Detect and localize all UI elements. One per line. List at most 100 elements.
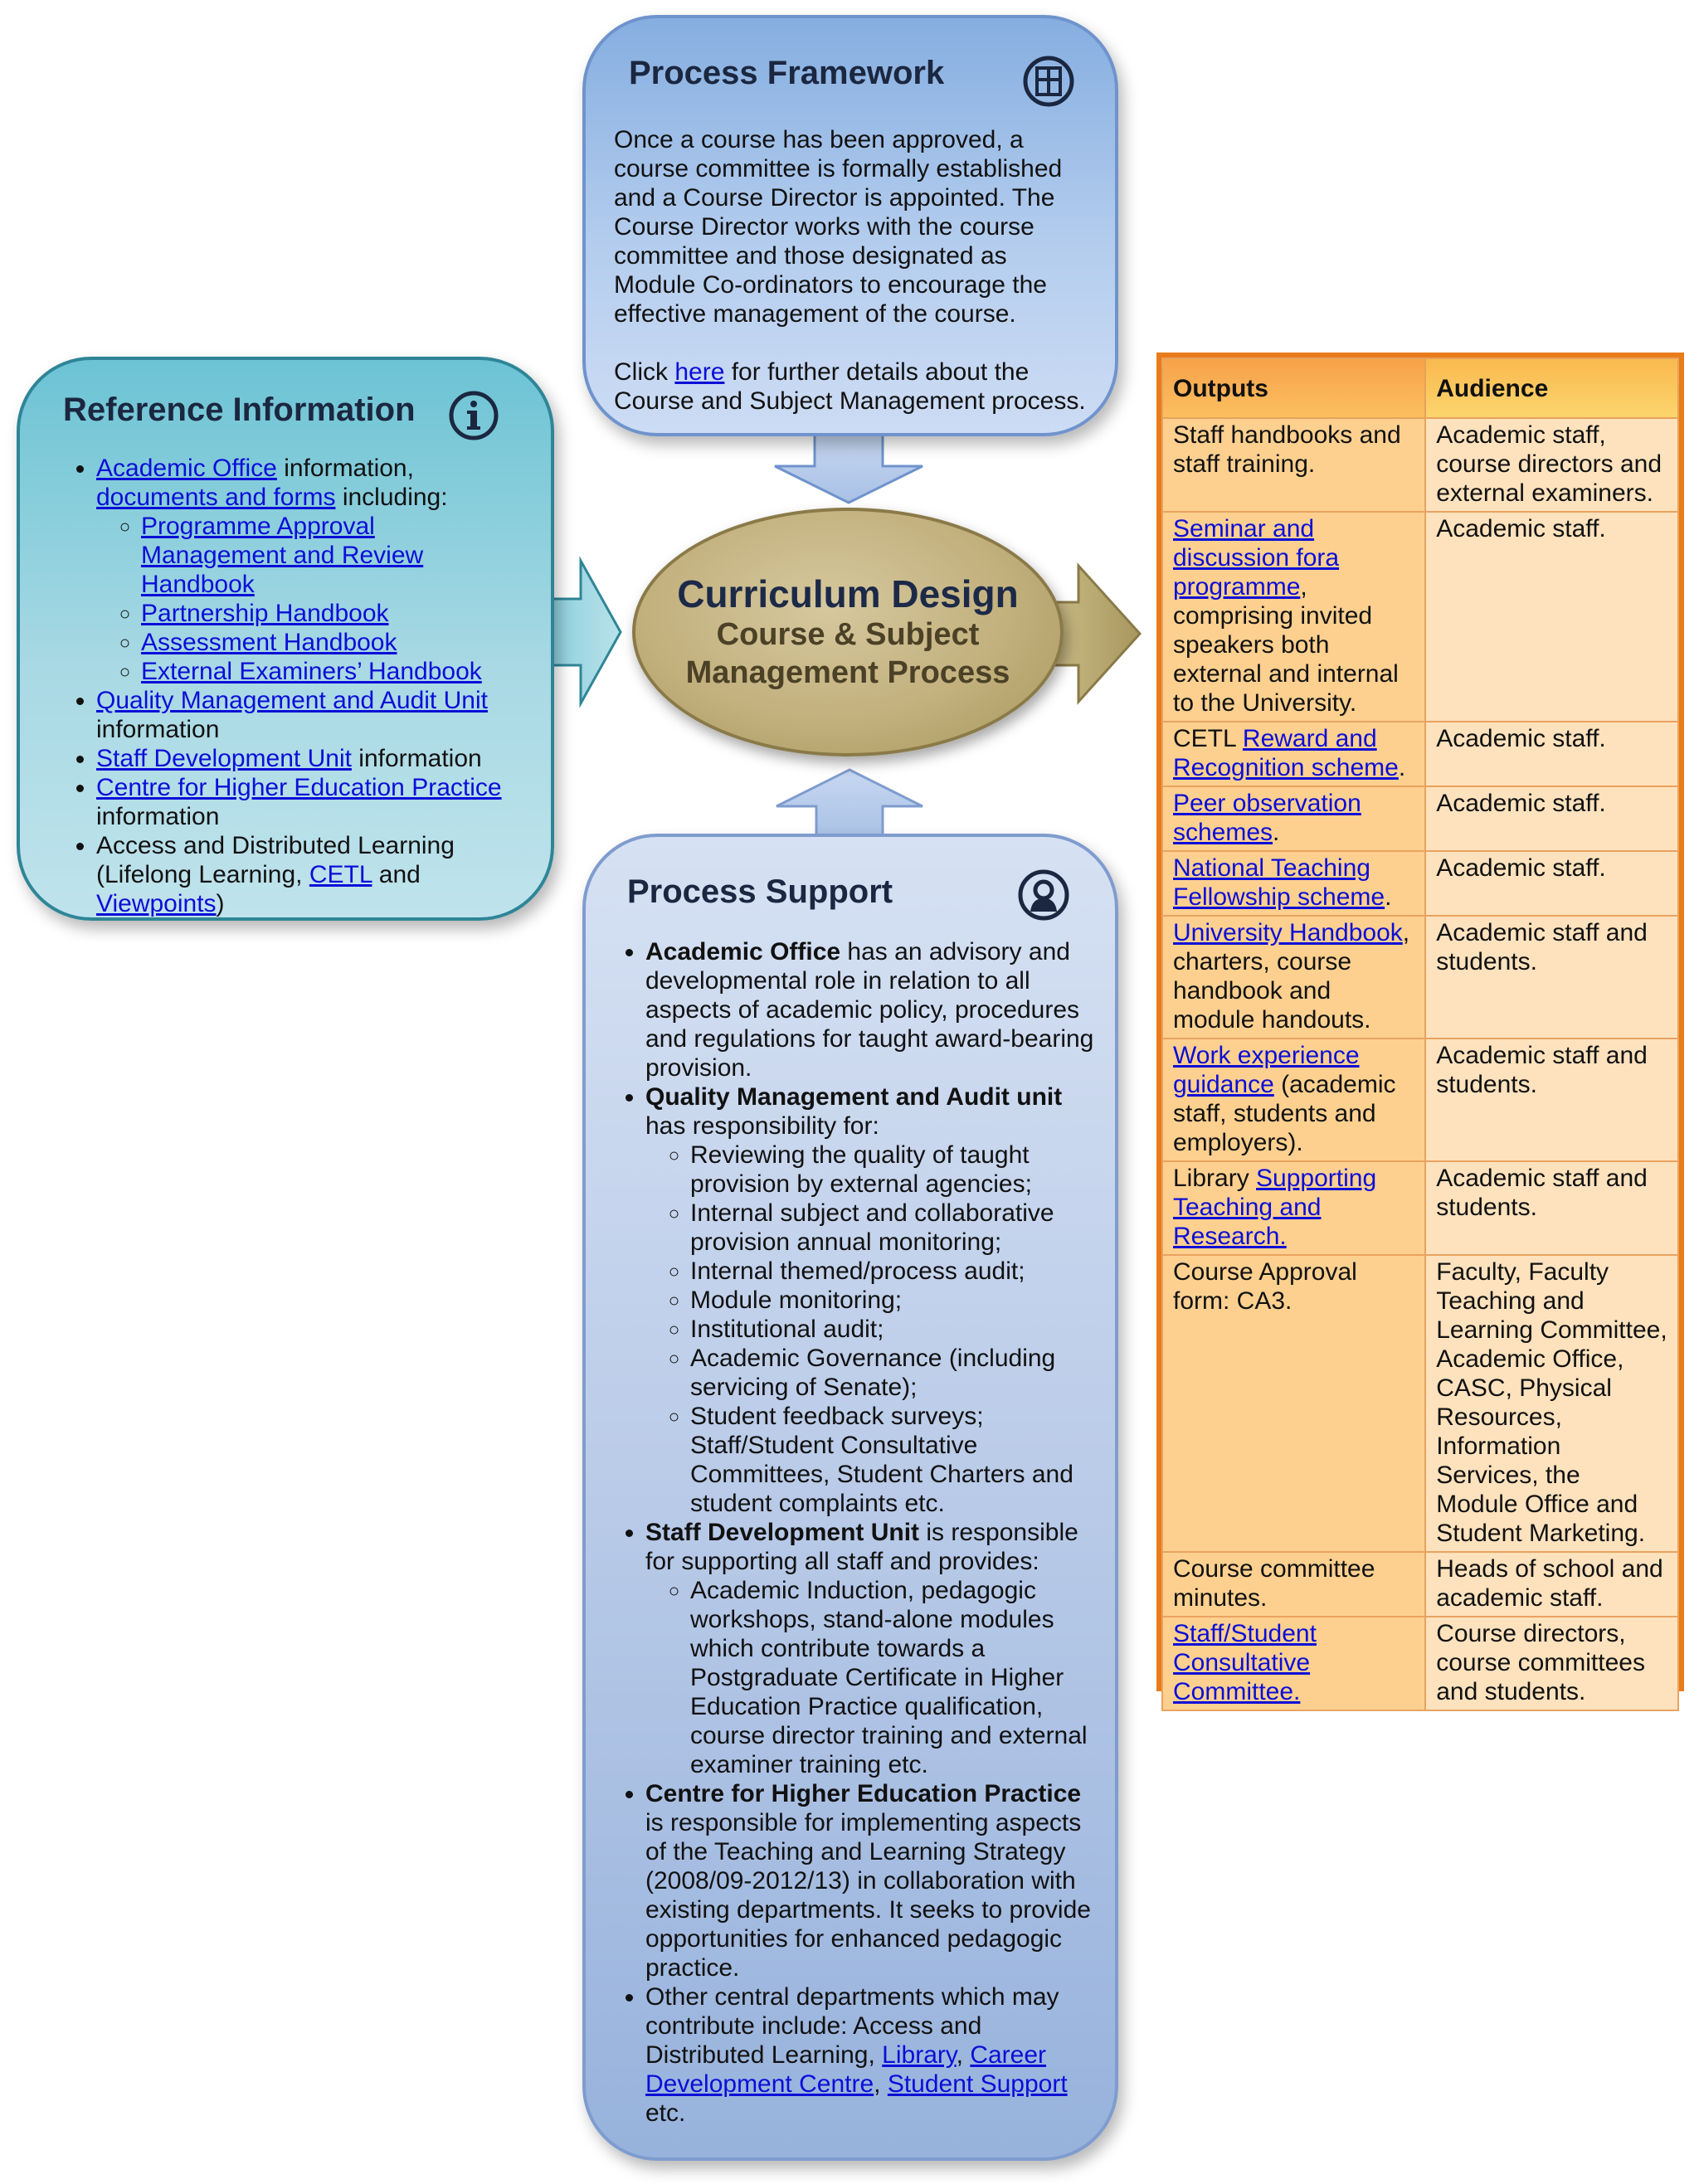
reference-list: Academic Office information, documents a… (63, 454, 526, 918)
output-link[interactable]: Supporting Teaching and Research. (1173, 1165, 1377, 1250)
bold-text: Centre for Higher Education Practice (645, 1780, 1082, 1807)
output-text: . (1398, 754, 1406, 781)
audience-cell: Academic staff. (1424, 721, 1679, 787)
output-link[interactable]: Seminar and discussion fora programme (1173, 515, 1340, 601)
list-item: External Examiners’ Handbook (141, 657, 526, 686)
output-link[interactable]: National Teaching Fellowship scheme (1173, 854, 1385, 911)
staff-development-unit-link[interactable]: Staff Development Unit (96, 745, 352, 772)
output-link[interactable]: Staff/Student Consultative Committee. (1173, 1620, 1317, 1705)
audience-header: Audience (1424, 358, 1679, 419)
output-link[interactable]: Work experience guidance (1173, 1042, 1360, 1098)
arrow-center-to-outputs (1052, 562, 1142, 705)
list-text: ) (216, 890, 225, 917)
list-item: Quality Management and Audit Unit inform… (96, 686, 526, 744)
list-item: Centre for Higher Education Practice inf… (96, 773, 526, 831)
output-link[interactable]: University Handbook (1173, 919, 1403, 946)
bold-text: Academic Office (645, 938, 841, 966)
table-row: National Teaching Fellowship scheme.Acad… (1161, 850, 1679, 917)
output-text: Library (1173, 1165, 1257, 1192)
table-row: Course committee minutes.Heads of school… (1161, 1551, 1679, 1617)
library-link[interactable]: Library (882, 2041, 957, 2069)
reference-information-panel: Reference Information Academic Office in… (17, 357, 554, 921)
audience-cell: Academic staff. (1424, 786, 1679, 852)
list-text: has an advisory and developmental role i… (645, 938, 1094, 1082)
output-text: . (1273, 819, 1280, 846)
output-cell: Seminar and discussion fora programme, c… (1161, 511, 1427, 722)
chep-link[interactable]: Centre for Higher Education Practice (96, 774, 502, 801)
list-item: Quality Management and Audit unit has re… (645, 1082, 1098, 1518)
documents-and-forms-link[interactable]: documents and forms (96, 484, 336, 511)
output-cell: Staff/Student Consultative Committee. (1161, 1616, 1427, 1711)
table-row: Course Approval form: CA3. Faculty, Facul… (1161, 1254, 1679, 1553)
audience-cell: Academic staff and students. (1424, 915, 1679, 1039)
list-text: information (96, 803, 220, 830)
list-item: Academic Governance (including servicing… (690, 1344, 1098, 1402)
programme-approval-handbook-link[interactable]: Programme Approval Management and Review… (141, 513, 424, 598)
list-item: Assessment Handbook (141, 628, 526, 657)
list-item: Academic Induction, pedagogic workshops,… (690, 1576, 1098, 1779)
table-row: University Handbook, charters, course ha… (1161, 915, 1679, 1039)
career-development-centre-link[interactable]: Career Development Centre (645, 2041, 1047, 2098)
audience-cell: Academic staff and students. (1424, 1038, 1679, 1162)
output-text: Course Approval form: CA3. (1173, 1258, 1357, 1315)
table-row: Staff/Student Consultative Committee. Cou… (1161, 1616, 1679, 1711)
list-item: Programme Approval Management and Review… (141, 512, 526, 599)
info-icon (449, 391, 499, 440)
output-cell: CETL Reward and Recognition scheme. (1161, 721, 1427, 787)
list-item: Academic Office information, documents a… (96, 454, 526, 686)
framework-body: Once a course has been approved, a cours… (614, 126, 1063, 328)
list-text: information (96, 716, 220, 743)
list-text: information, (276, 455, 414, 482)
bold-text: Quality Management and Audit unit (645, 1083, 1063, 1111)
list-text: etc. (645, 2099, 686, 2127)
output-cell: Course committee minutes. (1161, 1551, 1427, 1617)
cetl-link[interactable]: CETL (309, 861, 372, 888)
output-link[interactable]: Peer observation schemes (1173, 790, 1361, 846)
list-item: Staff Development Unit is responsible fo… (645, 1518, 1098, 1779)
student-support-link[interactable]: Student Support (887, 2070, 1068, 2098)
partnership-handbook-link[interactable]: Partnership Handbook (141, 600, 389, 627)
list-item: Internal themed/process audit; (690, 1257, 1098, 1286)
list-item: Module monitoring; (690, 1286, 1098, 1315)
list-item: Partnership Handbook (141, 599, 526, 628)
list-item: Internal subject and collaborative provi… (690, 1199, 1098, 1257)
output-text: , comprising invited speakers both exter… (1173, 573, 1399, 717)
support-title: Process Support (627, 873, 893, 910)
reference-title: Reference Information (63, 392, 416, 428)
output-text: , charters, course handbook and module h… (1173, 919, 1410, 1034)
audience-cell: Course directors, course committees and … (1424, 1616, 1679, 1711)
list-item: Centre for Higher Education Practice is … (645, 1779, 1098, 1982)
list-text: is responsible for implementing aspects … (645, 1809, 1091, 1982)
framework-icon (1023, 56, 1074, 107)
viewpoints-link[interactable]: Viewpoints (96, 890, 217, 917)
output-cell: Library Supporting Teaching and Research… (1161, 1160, 1427, 1256)
framework-click-text: Click here for further details about the… (614, 358, 1090, 416)
qmau-sublist: Reviewing the quality of taught provisio… (645, 1141, 1098, 1518)
list-text: , (874, 2070, 888, 2098)
list-text: including: (335, 484, 448, 511)
text: for further details about the Course and… (614, 358, 1086, 415)
output-cell: University Handbook, charters, course ha… (1161, 915, 1427, 1039)
framework-title: Process Framework (629, 55, 945, 91)
list-item: Other central departments which may cont… (645, 1982, 1098, 2128)
output-link[interactable]: Reward and Recognition scheme (1173, 725, 1399, 781)
here-link[interactable]: here (674, 358, 725, 386)
outputs-table-body: Staff handbooks and staff training.Acade… (1161, 417, 1679, 1711)
audience-cell: Academic staff, course directors and ext… (1424, 417, 1679, 513)
output-text: (academic staff, students and employers)… (1173, 1071, 1396, 1156)
academic-office-link[interactable]: Academic Office (96, 455, 277, 482)
qmau-link[interactable]: Quality Management and Audit Unit (96, 687, 488, 714)
arrow-framework-to-center (774, 430, 923, 504)
process-support-panel: Process Support Academic Office has an a… (582, 834, 1118, 2161)
list-item: Student feedback surveys; Staff/Student … (690, 1402, 1098, 1518)
outputs-table: Outputs Audience Staff handbooks and sta… (1161, 358, 1679, 1711)
table-row: Work experience guidance (academic staff… (1161, 1038, 1679, 1162)
audience-cell: Faculty, Faculty Teaching and Learning C… (1424, 1254, 1679, 1553)
list-text: Other central departments which may cont… (645, 1983, 1059, 2069)
assessment-handbook-link[interactable]: Assessment Handbook (141, 629, 397, 656)
list-text: information (351, 745, 482, 772)
external-examiners-handbook-link[interactable]: External Examiners’ Handbook (141, 658, 482, 685)
bold-text: Staff Development Unit (645, 1519, 920, 1546)
outputs-table-panel: Outputs Audience Staff handbooks and sta… (1156, 353, 1684, 1711)
table-row: CETL Reward and Recognition scheme.Acade… (1161, 721, 1679, 787)
